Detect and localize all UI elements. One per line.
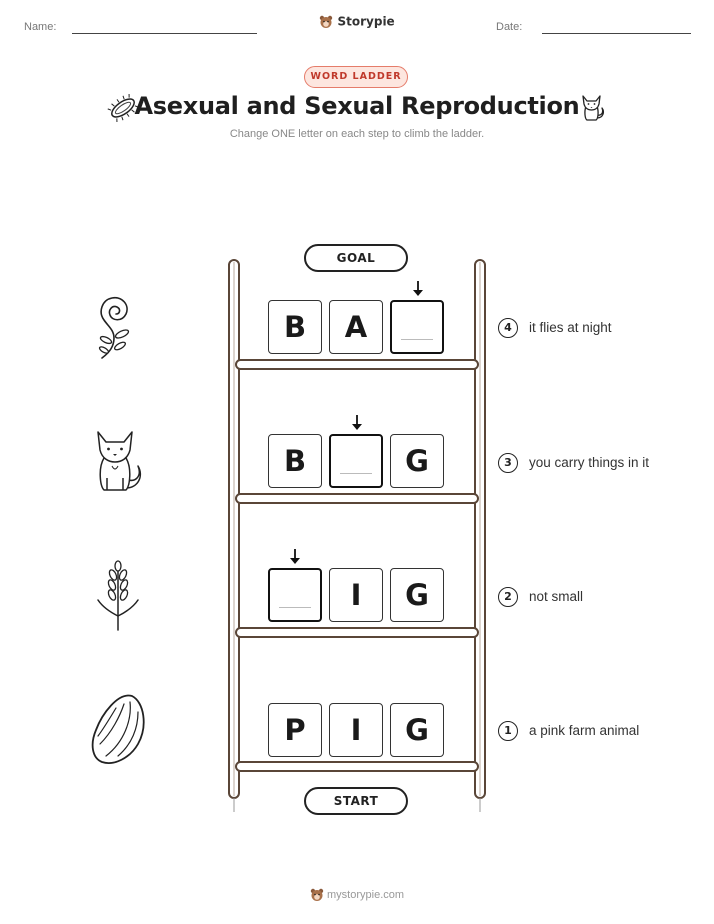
fox-icon bbox=[582, 95, 604, 121]
blank-letter-tile[interactable] bbox=[268, 568, 322, 622]
letter-tile: G bbox=[390, 703, 444, 757]
footer-url[interactable]: mystorypie.com bbox=[327, 889, 405, 901]
brand-name: Storypie bbox=[337, 14, 395, 29]
date-field[interactable] bbox=[542, 33, 691, 34]
letter-tile: P bbox=[268, 703, 322, 757]
blank-letter-tile[interactable] bbox=[329, 434, 383, 488]
letter-tile: B bbox=[268, 300, 322, 354]
arrow-down-icon bbox=[290, 549, 300, 564]
letter-tile: B bbox=[268, 434, 322, 488]
letter-tile: I bbox=[329, 568, 383, 622]
letter-tile: G bbox=[390, 568, 444, 622]
brand: Storypie bbox=[0, 14, 714, 29]
fox-icon bbox=[97, 431, 142, 491]
clue-text: it flies at night bbox=[529, 320, 612, 335]
name-field[interactable] bbox=[72, 33, 257, 34]
clue-text: not small bbox=[529, 589, 584, 604]
letter-tile: G bbox=[390, 434, 444, 488]
answer-line bbox=[401, 339, 433, 340]
date-label: Date: bbox=[496, 21, 523, 33]
storypie-bear-icon bbox=[320, 15, 333, 28]
step-number: 2 bbox=[498, 587, 518, 607]
arrow-down-icon bbox=[352, 415, 362, 430]
step-number: 1 bbox=[498, 721, 518, 741]
bacterium-icon bbox=[107, 93, 139, 123]
instructions: Change ONE letter on each step to climb … bbox=[229, 128, 485, 140]
page-title: Asexual and Sexual Reproduction bbox=[134, 92, 580, 120]
fern-icon bbox=[98, 296, 130, 359]
letter-tile: A bbox=[329, 300, 383, 354]
footer: mystorypie.com bbox=[0, 888, 714, 902]
letter-tile: I bbox=[329, 703, 383, 757]
start-label: START bbox=[304, 787, 408, 815]
storypie-bear-icon bbox=[310, 888, 324, 901]
clue-text: a pink farm animal bbox=[529, 723, 640, 738]
step-number: 4 bbox=[498, 318, 518, 338]
wheat-icon bbox=[97, 560, 139, 631]
clue-text: you carry things in it bbox=[529, 455, 650, 470]
arrow-down-icon bbox=[413, 281, 423, 296]
step-number: 3 bbox=[498, 453, 518, 473]
word-ladder-badge: WORD LADDER bbox=[304, 66, 408, 88]
answer-line bbox=[279, 607, 311, 608]
seed-icon bbox=[91, 694, 145, 764]
blank-letter-tile[interactable] bbox=[390, 300, 444, 354]
ladder-frame bbox=[228, 259, 486, 812]
answer-line bbox=[340, 473, 372, 474]
name-label: Name: bbox=[24, 21, 57, 33]
goal-label: GOAL bbox=[304, 244, 408, 272]
